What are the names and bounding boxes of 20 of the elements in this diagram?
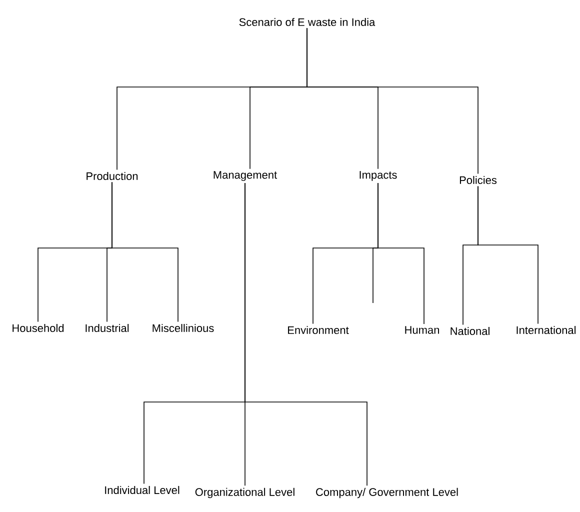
tree-label: Human [405,326,439,334]
tree-label: Organizational Level [195,488,294,498]
tree-label: Environment [288,326,349,334]
tree-label: Policies [460,176,497,184]
tree-label: Management [214,171,278,181]
tree-label: Individual Level [105,486,180,494]
tree-label: Company/ Government Level [316,488,458,498]
tree-label: International [516,326,576,334]
connector-line [478,186,538,324]
connector-line [244,182,368,486]
tree-label: Scenario of E waste in India [239,18,376,26]
tree-label: National [450,326,490,336]
tree-label: Impacts [360,171,397,181]
connector-line [112,182,178,322]
connector-line [306,28,478,174]
tree-label: Miscellinious [152,324,214,332]
tree-label: Household [12,324,64,332]
tree-label: Production [86,172,138,180]
connector-line [378,182,424,324]
tree-label: Industrial [86,324,129,332]
